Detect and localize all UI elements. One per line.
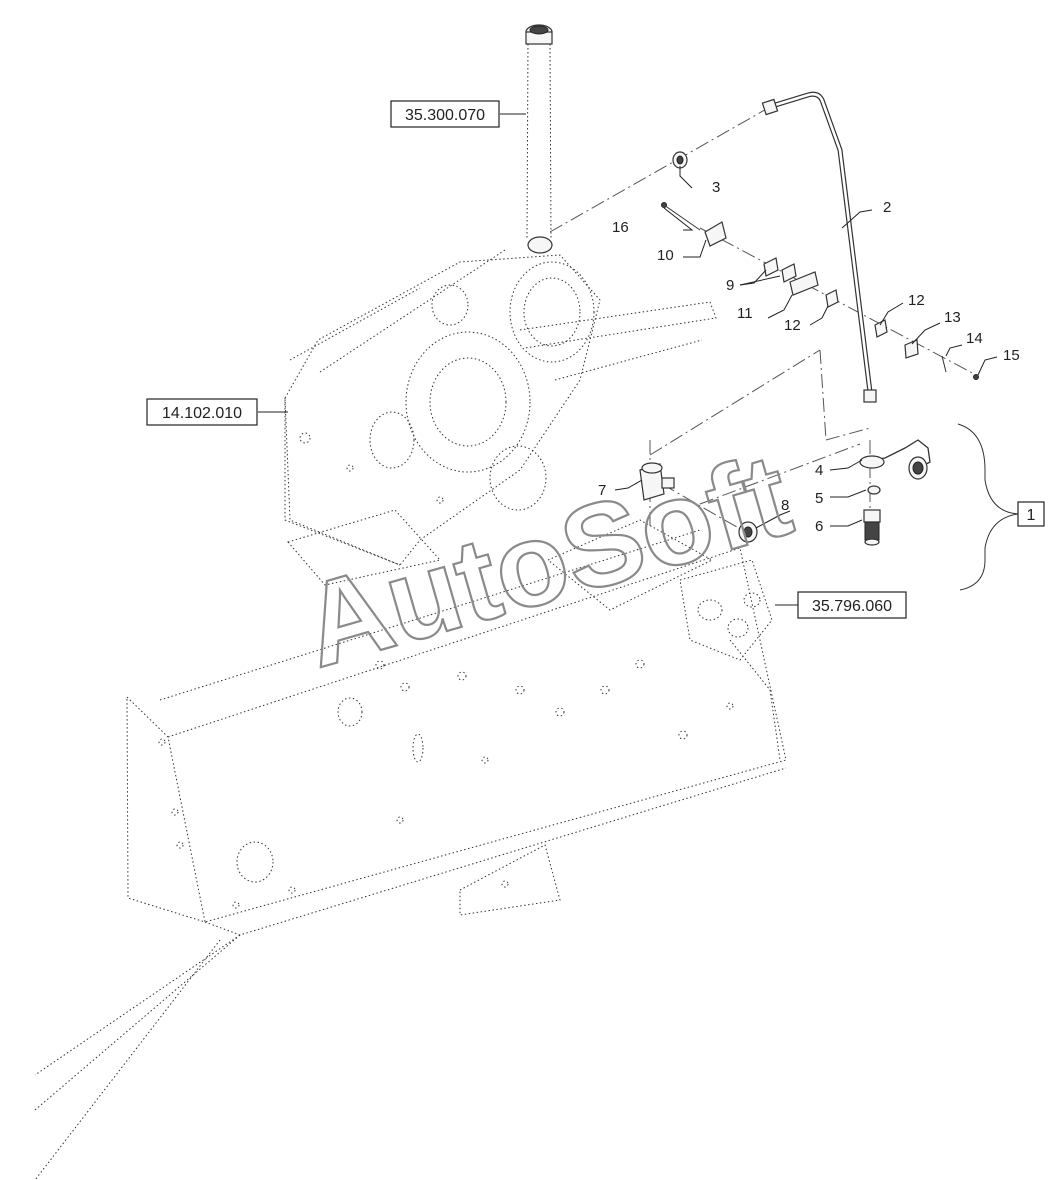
reference-box-35-796-060: 35.796.060 xyxy=(797,591,907,619)
reference-box-35-300-070: 35.300.070 xyxy=(390,100,500,128)
valve-block xyxy=(547,519,781,761)
callout-12b: 12 xyxy=(908,292,925,309)
callout-11: 11 xyxy=(737,305,753,322)
fill-tube xyxy=(525,24,553,254)
callout-numbers: 2 3 16 10 9 11 12 12 13 14 15 4 5 6 7 8 xyxy=(598,179,1020,535)
callout-5: 5 xyxy=(815,490,823,507)
callout-4: 4 xyxy=(815,462,823,479)
group-bracket-1 xyxy=(957,423,1019,591)
callout-13: 13 xyxy=(944,309,961,326)
small-parts xyxy=(639,151,979,546)
callout-3: 3 xyxy=(712,179,720,196)
callout-10: 10 xyxy=(657,247,674,264)
callout-9: 9 xyxy=(726,277,734,294)
callout-14: 14 xyxy=(966,330,983,347)
svg-text:35.796.060: 35.796.060 xyxy=(812,598,892,615)
header-frame xyxy=(34,529,787,1180)
gearbox-housing xyxy=(284,249,717,586)
callout-12a: 12 xyxy=(784,317,801,334)
callout-8: 8 xyxy=(781,497,789,514)
callout-15: 15 xyxy=(1003,347,1020,364)
callout-16: 16 xyxy=(612,219,629,236)
group-box-1: 1 xyxy=(1017,501,1045,527)
leader-lines xyxy=(258,113,998,606)
svg-text:35.300.070: 35.300.070 xyxy=(405,107,485,124)
hydraulic-pipe xyxy=(761,91,877,403)
svg-text:14.102.010: 14.102.010 xyxy=(162,405,242,422)
watermark: AutoSoft xyxy=(289,429,804,693)
reference-box-14-102-010: 14.102.010 xyxy=(146,398,258,426)
callout-6: 6 xyxy=(815,518,823,535)
callout-2: 2 xyxy=(883,199,891,216)
assembly-chain-lines xyxy=(549,106,979,531)
callout-7: 7 xyxy=(598,482,606,499)
svg-text:1: 1 xyxy=(1027,507,1036,524)
